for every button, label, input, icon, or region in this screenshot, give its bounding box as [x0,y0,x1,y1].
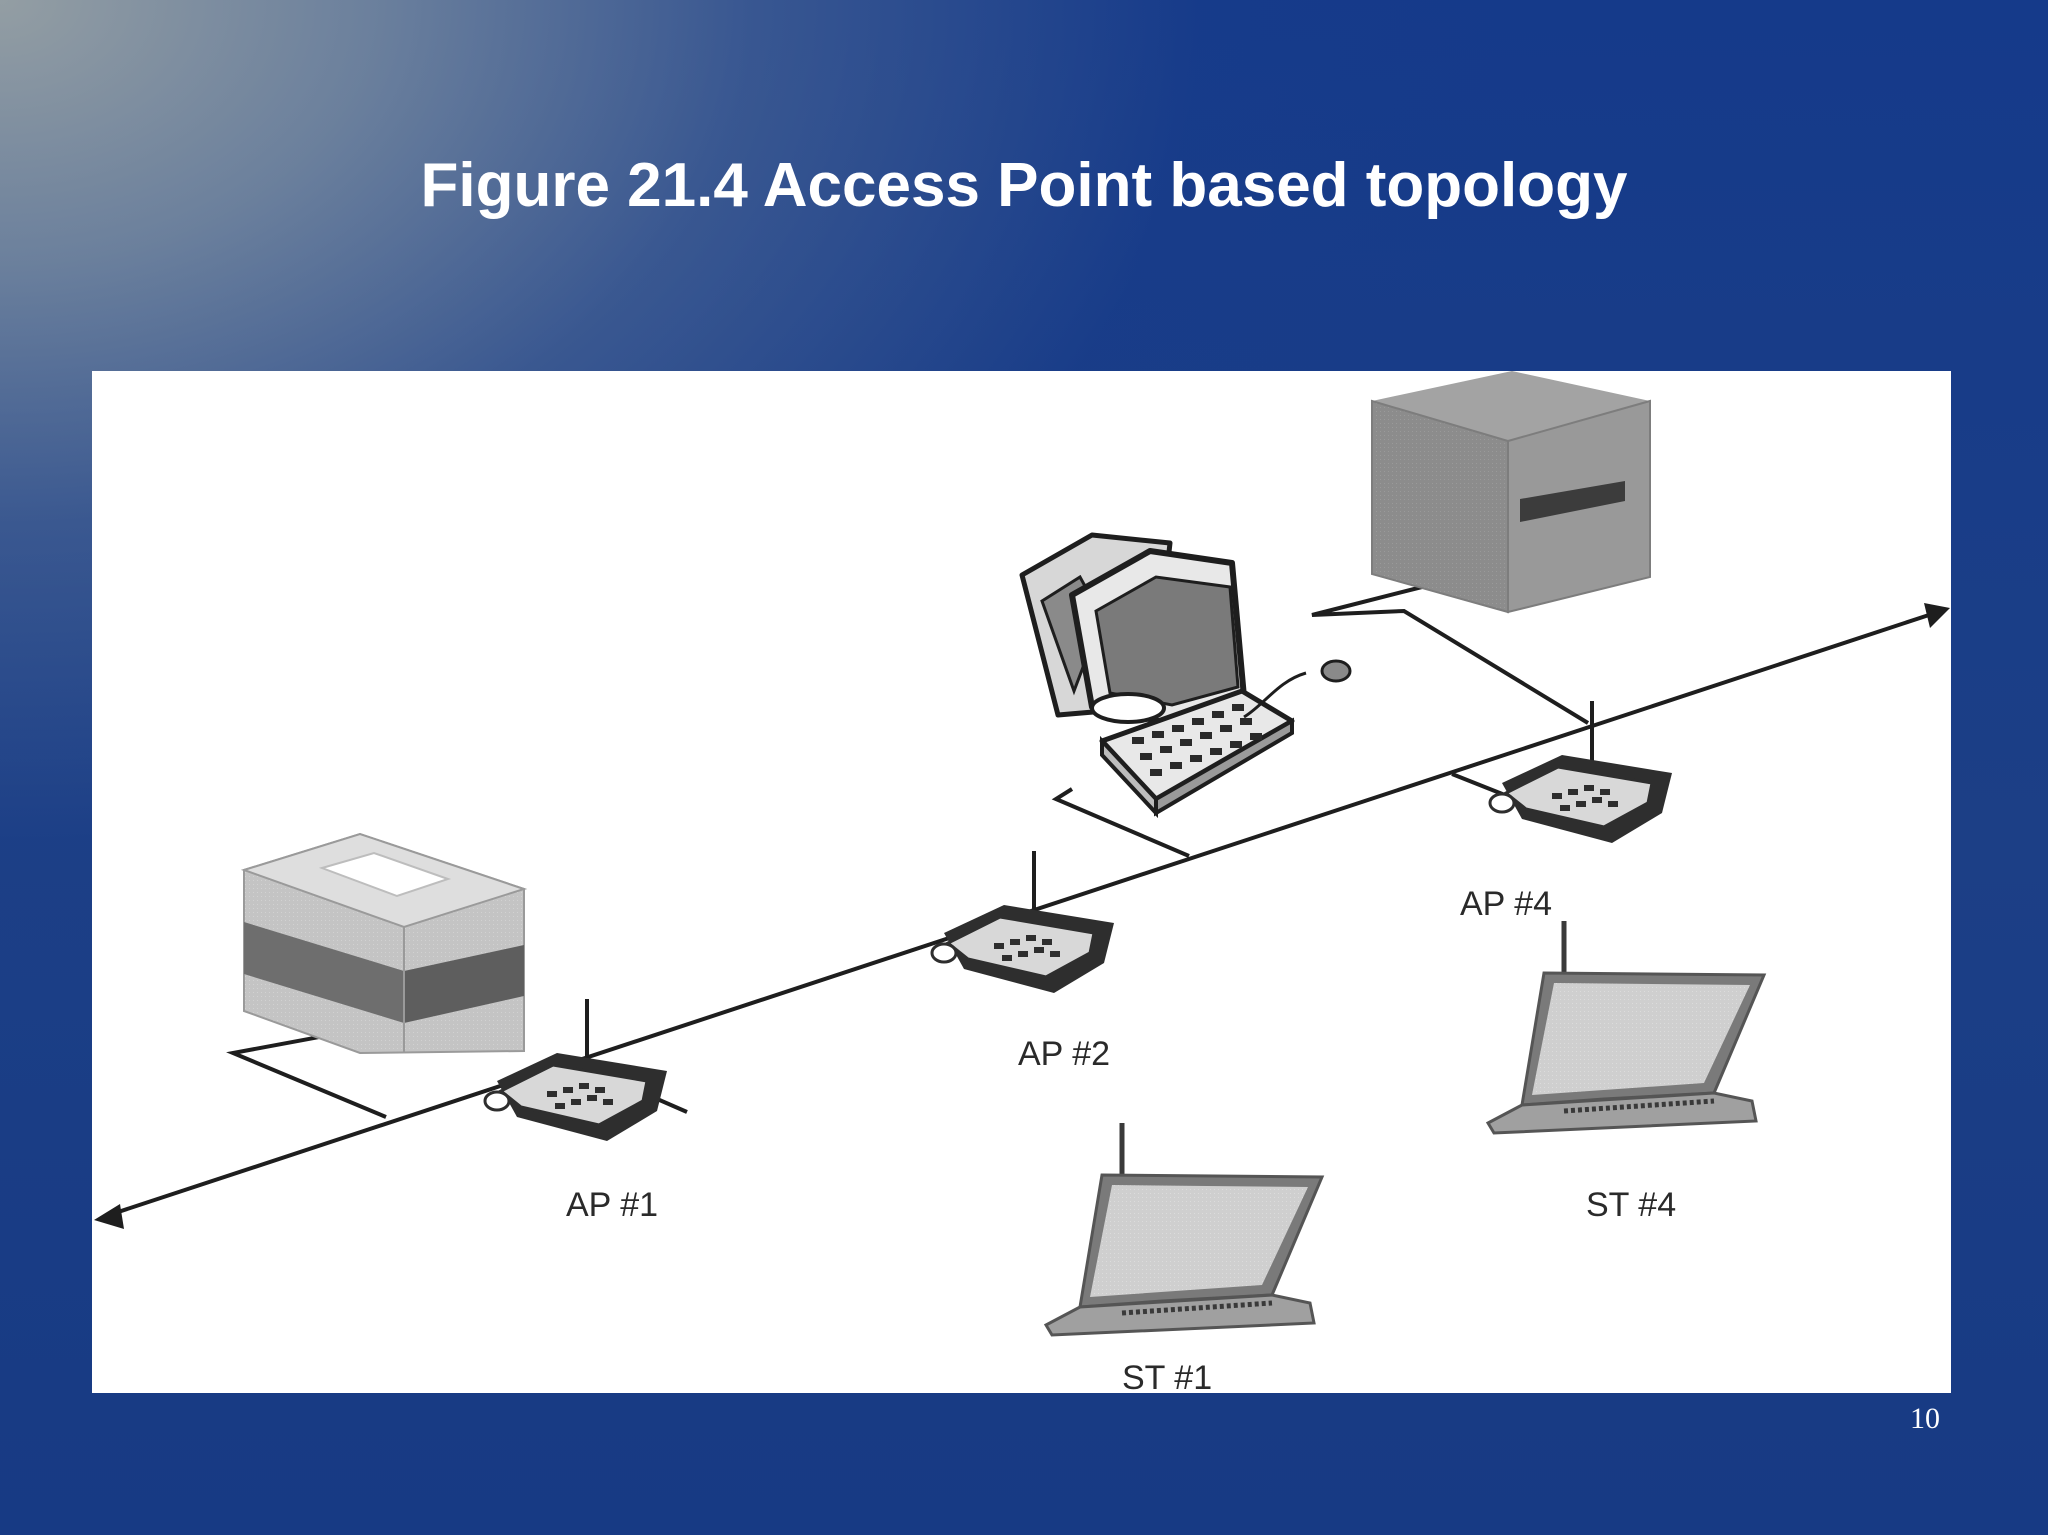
workstation-drop-line [1051,787,1190,858]
server-drop-line [1311,585,1590,725]
wireless-laptop-icon [1485,921,1767,1135]
backbone-arrow-left-icon [94,1204,124,1229]
topology-figure: AP #1 AP #2 [92,371,1951,1393]
st4-label: ST #4 [1586,1186,1676,1224]
page-number: 10 [1910,1402,1940,1435]
ap1-label: AP #1 [566,1186,658,1224]
topology-diagram: AP #1 AP #2 [94,371,1950,1393]
slide-title: Figure 21.4 Access Point based topology [420,151,1628,220]
base-station-phone-icon [930,851,1114,993]
ap4-label: AP #4 [1460,885,1552,923]
station-4: ST #4 [1485,921,1767,1224]
base-station-phone-icon [483,999,667,1141]
access-point-1: AP #1 [483,999,667,1224]
wireless-laptop-icon [1043,1123,1325,1337]
base-station-phone-icon [1488,701,1672,843]
station-1: ST #1 [1043,1123,1325,1393]
st1-label: ST #1 [1122,1359,1212,1393]
server-cube-icon [1371,371,1651,614]
backbone-arrow-right-icon [1924,603,1950,628]
access-point-2: AP #2 [930,851,1114,1073]
desktop-computer-icon [1019,532,1352,819]
ap2-label: AP #2 [1018,1035,1110,1073]
access-point-4: AP #4 [1460,701,1672,923]
printer-icon [240,832,528,1055]
